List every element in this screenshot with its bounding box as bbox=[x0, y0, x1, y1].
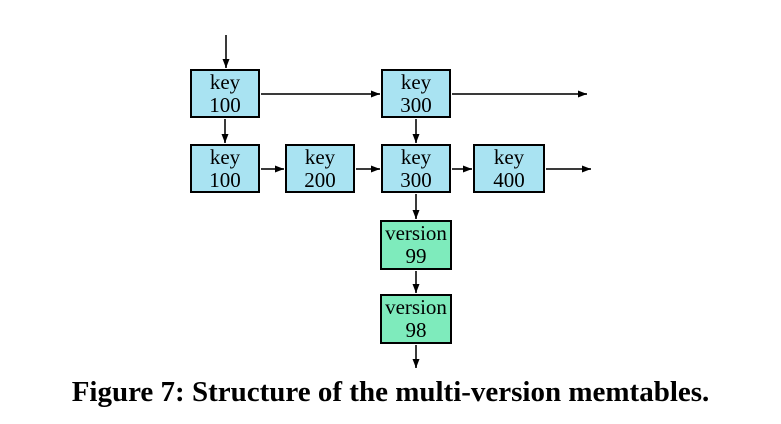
node-label-line1: key bbox=[209, 144, 241, 169]
node-level1-key-300: key 300 bbox=[381, 69, 451, 118]
node-label-line1: key bbox=[209, 69, 241, 94]
figure-caption: Figure 7: Structure of the multi-version… bbox=[71, 376, 710, 408]
node-label-line1: version bbox=[385, 295, 447, 319]
node-label-line1: key bbox=[304, 144, 336, 169]
node-label-line1: key bbox=[400, 69, 432, 94]
node-level0-key-100: key 100 bbox=[190, 144, 260, 193]
node-version-98: version 98 bbox=[380, 294, 452, 344]
node-label-line2: 98 bbox=[405, 318, 427, 342]
node-label-line2: 400 bbox=[493, 167, 525, 192]
node-label-line2: 300 bbox=[400, 92, 432, 117]
node-label-line2: 300 bbox=[400, 167, 432, 192]
node-label-line2: 200 bbox=[304, 167, 336, 192]
node-label-line2: 100 bbox=[209, 92, 241, 117]
node-level1-key-100: key 100 bbox=[190, 69, 260, 118]
node-label-line1: version bbox=[385, 221, 447, 245]
node-label-line2: 99 bbox=[405, 244, 427, 268]
node-level0-key-400: key 400 bbox=[473, 144, 545, 193]
node-level0-key-300: key 300 bbox=[381, 144, 451, 193]
node-version-99: version 99 bbox=[380, 220, 452, 270]
node-label-line2: 100 bbox=[209, 167, 241, 192]
node-level0-key-200: key 200 bbox=[285, 144, 355, 193]
node-label-line1: key bbox=[493, 144, 525, 169]
node-label-line1: key bbox=[400, 144, 432, 169]
